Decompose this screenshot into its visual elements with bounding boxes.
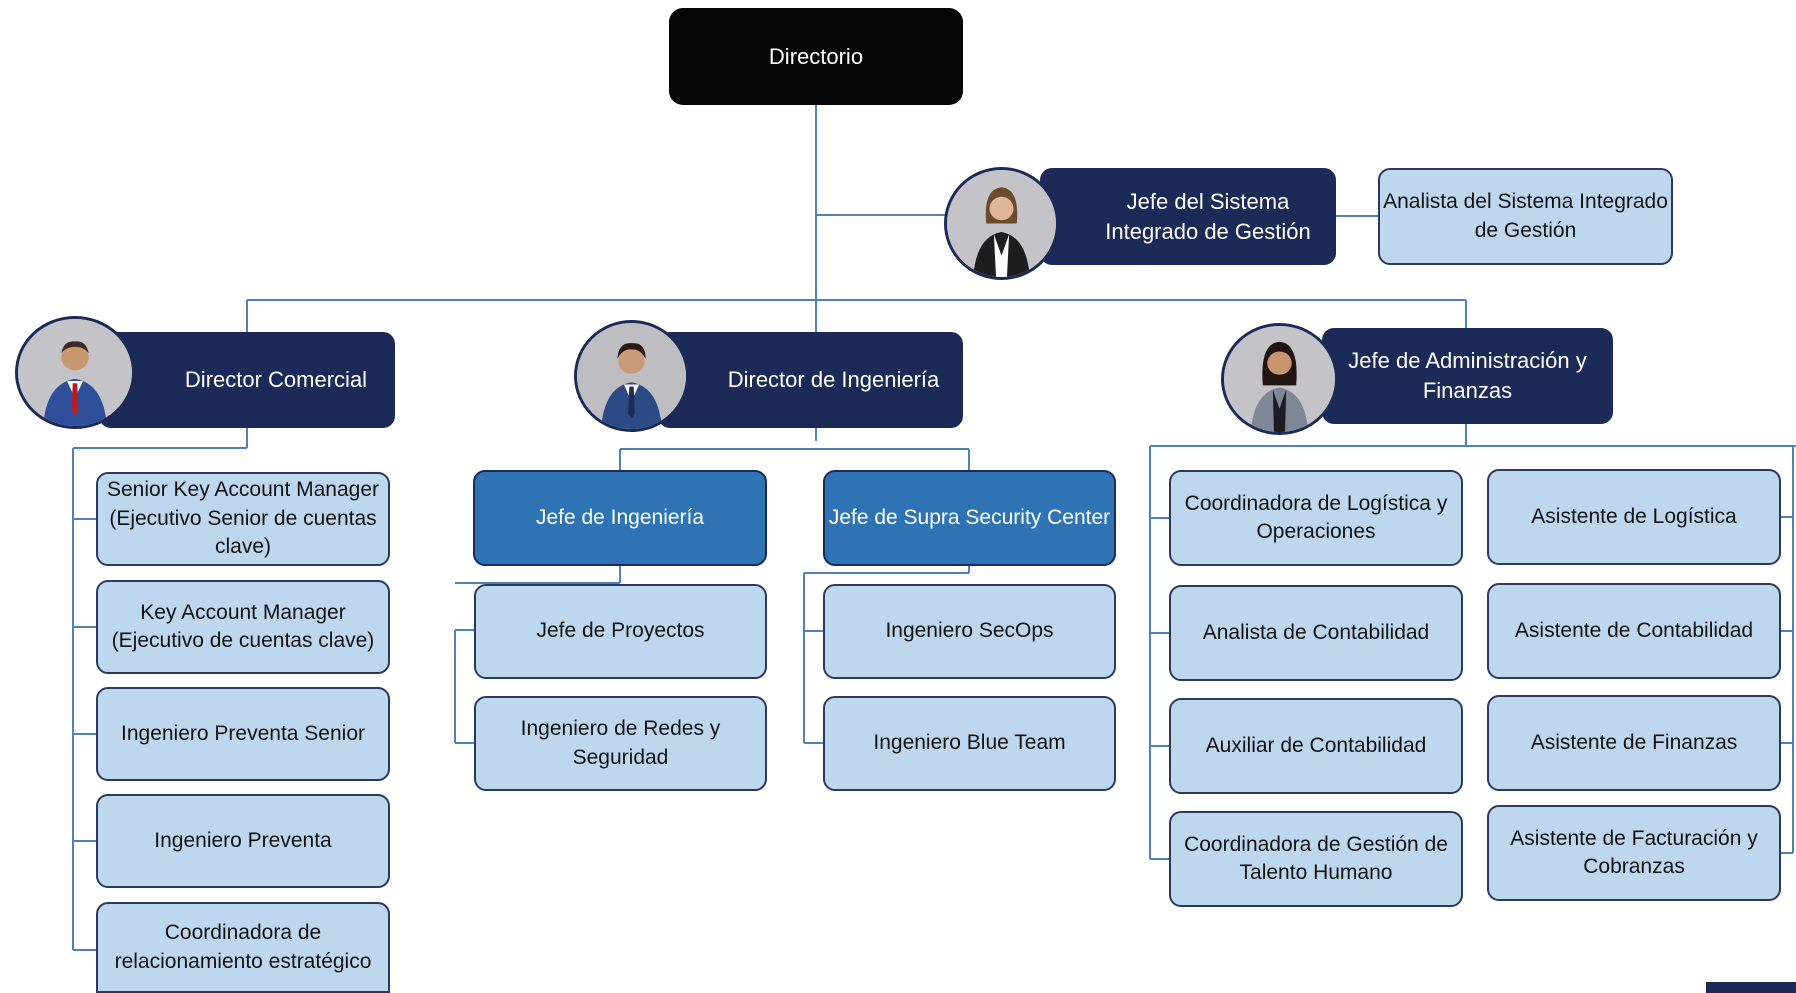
root-label: Directorio bbox=[768, 43, 864, 69]
admin-role-label: Coordinadora de Gestión de Talento Human… bbox=[1184, 832, 1448, 884]
admin-left-role-box-1: Coordinadora de Logística y Operaciones bbox=[1169, 470, 1463, 566]
admin-left-role-box-4: Coordinadora de Gestión de Talento Human… bbox=[1169, 811, 1463, 907]
admin-right-role-box-1: Asistente de Logística bbox=[1487, 469, 1781, 565]
admin-right-role-box-3: Asistente de Finanzas bbox=[1487, 695, 1781, 791]
avatar-shirt bbox=[993, 234, 1010, 277]
ingenieria-head-box: Director de Ingeniería bbox=[658, 332, 963, 428]
avatar-hair bbox=[617, 343, 646, 360]
ingenieria-lead-box-1: Jefe de Ingeniería bbox=[473, 470, 767, 566]
ingenieria-role-box-2: Ingeniero de Redes y Seguridad bbox=[474, 696, 767, 791]
sig-head-box: Jefe del Sistema Integrado de Gestión bbox=[1040, 168, 1336, 265]
avatar-face bbox=[989, 196, 1014, 221]
avatar-tie bbox=[71, 383, 79, 416]
admin-role-label: Asistente de Logística bbox=[1531, 504, 1737, 528]
comercial-role-box-4: Ingeniero Preventa bbox=[96, 794, 390, 888]
comercial-role-label: Ingeniero Preventa Senior bbox=[121, 721, 365, 745]
admin-head-photo bbox=[1221, 323, 1338, 435]
comercial-role-box-2: Key Account Manager (Ejecutivo de cuenta… bbox=[96, 580, 390, 674]
root-box-directorio: Directorio bbox=[669, 8, 963, 105]
ingenieria-role-label: Ingeniero Blue Team bbox=[873, 731, 1066, 755]
avatar-woman-blazer-icon bbox=[1224, 326, 1335, 432]
comercial-role-label: Senior Key Account Manager (Ejecutivo Se… bbox=[107, 478, 379, 559]
comercial-role-label: Ingeniero Preventa bbox=[154, 828, 332, 852]
avatar-face bbox=[1267, 351, 1292, 375]
ingenieria-head-label: Director de Ingeniería bbox=[727, 367, 940, 393]
admin-right-role-box-2: Asistente de Contabilidad bbox=[1487, 583, 1781, 679]
avatar-man-suit-red-tie-icon bbox=[18, 319, 132, 426]
avatar-hair bbox=[61, 341, 89, 354]
ingenieria-lead-label: Jefe de Supra Security Center bbox=[828, 505, 1111, 529]
avatar-tie bbox=[628, 386, 635, 419]
comercial-role-box-1: Senior Key Account Manager (Ejecutivo Se… bbox=[96, 472, 390, 566]
corner-decoration bbox=[1706, 982, 1796, 993]
admin-role-label: Analista de Contabilidad bbox=[1202, 620, 1430, 644]
avatar-shirt bbox=[1272, 389, 1287, 432]
avatar-face bbox=[618, 348, 645, 374]
admin-role-label: Asistente de Facturación y Cobranzas bbox=[1510, 826, 1758, 878]
sig-analyst-box: Analista del Sistema Integrado de Gestió… bbox=[1378, 168, 1673, 265]
ingenieria-lead-label: Jefe de Ingeniería bbox=[535, 505, 705, 529]
admin-left-role-box-3: Auxiliar de Contabilidad bbox=[1169, 698, 1463, 794]
admin-right-role-box-4: Asistente de Facturación y Cobranzas bbox=[1487, 805, 1781, 901]
comercial-head-photo bbox=[15, 316, 135, 429]
comercial-role-box-3: Ingeniero Preventa Senior bbox=[96, 687, 390, 781]
ingenieria-role-box-1: Jefe de Proyectos bbox=[474, 584, 767, 679]
admin-left-role-box-2: Analista de Contabilidad bbox=[1169, 585, 1463, 681]
ingenieria-head-photo bbox=[574, 320, 689, 432]
ingenieria-role-box-4: Ingeniero Blue Team bbox=[823, 696, 1116, 791]
sig-head-label: Jefe del Sistema Integrado de Gestión bbox=[1105, 188, 1311, 244]
avatar-face bbox=[61, 344, 89, 371]
comercial-role-box-5: Coordinadora de relacionamiento estratég… bbox=[96, 902, 390, 993]
admin-head-label: Jefe de Administración y Finanzas bbox=[1348, 348, 1587, 403]
ingenieria-role-label: Jefe de Proyectos bbox=[536, 619, 705, 643]
admin-role-label: Coordinadora de Logística y Operaciones bbox=[1184, 491, 1448, 543]
ingenieria-role-box-3: Ingeniero SecOps bbox=[823, 584, 1116, 679]
ingenieria-role-label: Ingeniero SecOps bbox=[885, 619, 1054, 643]
admin-head-box: Jefe de Administración y Finanzas bbox=[1322, 328, 1613, 424]
sig-head-photo bbox=[944, 167, 1059, 280]
avatar-man-suit-icon bbox=[577, 323, 686, 429]
ingenieria-role-label: Ingeniero de Redes y Seguridad bbox=[520, 717, 721, 769]
comercial-head-label: Director Comercial bbox=[184, 367, 368, 393]
comercial-role-label: Key Account Manager (Ejecutivo de cuenta… bbox=[111, 600, 375, 652]
admin-role-label: Asistente de Contabilidad bbox=[1514, 618, 1754, 642]
ingenieria-lead-box-2: Jefe de Supra Security Center bbox=[823, 470, 1116, 566]
avatar-woman-vest-icon bbox=[947, 170, 1056, 277]
comercial-role-label: Coordinadora de relacionamiento estratég… bbox=[114, 921, 372, 973]
comercial-head-box: Director Comercial bbox=[99, 332, 395, 428]
admin-role-label: Auxiliar de Contabilidad bbox=[1205, 733, 1427, 757]
sig-analyst-label: Analista del Sistema Integrado de Gestió… bbox=[1383, 190, 1668, 242]
avatar-body bbox=[973, 232, 1030, 277]
admin-role-label: Asistente de Finanzas bbox=[1530, 730, 1738, 754]
